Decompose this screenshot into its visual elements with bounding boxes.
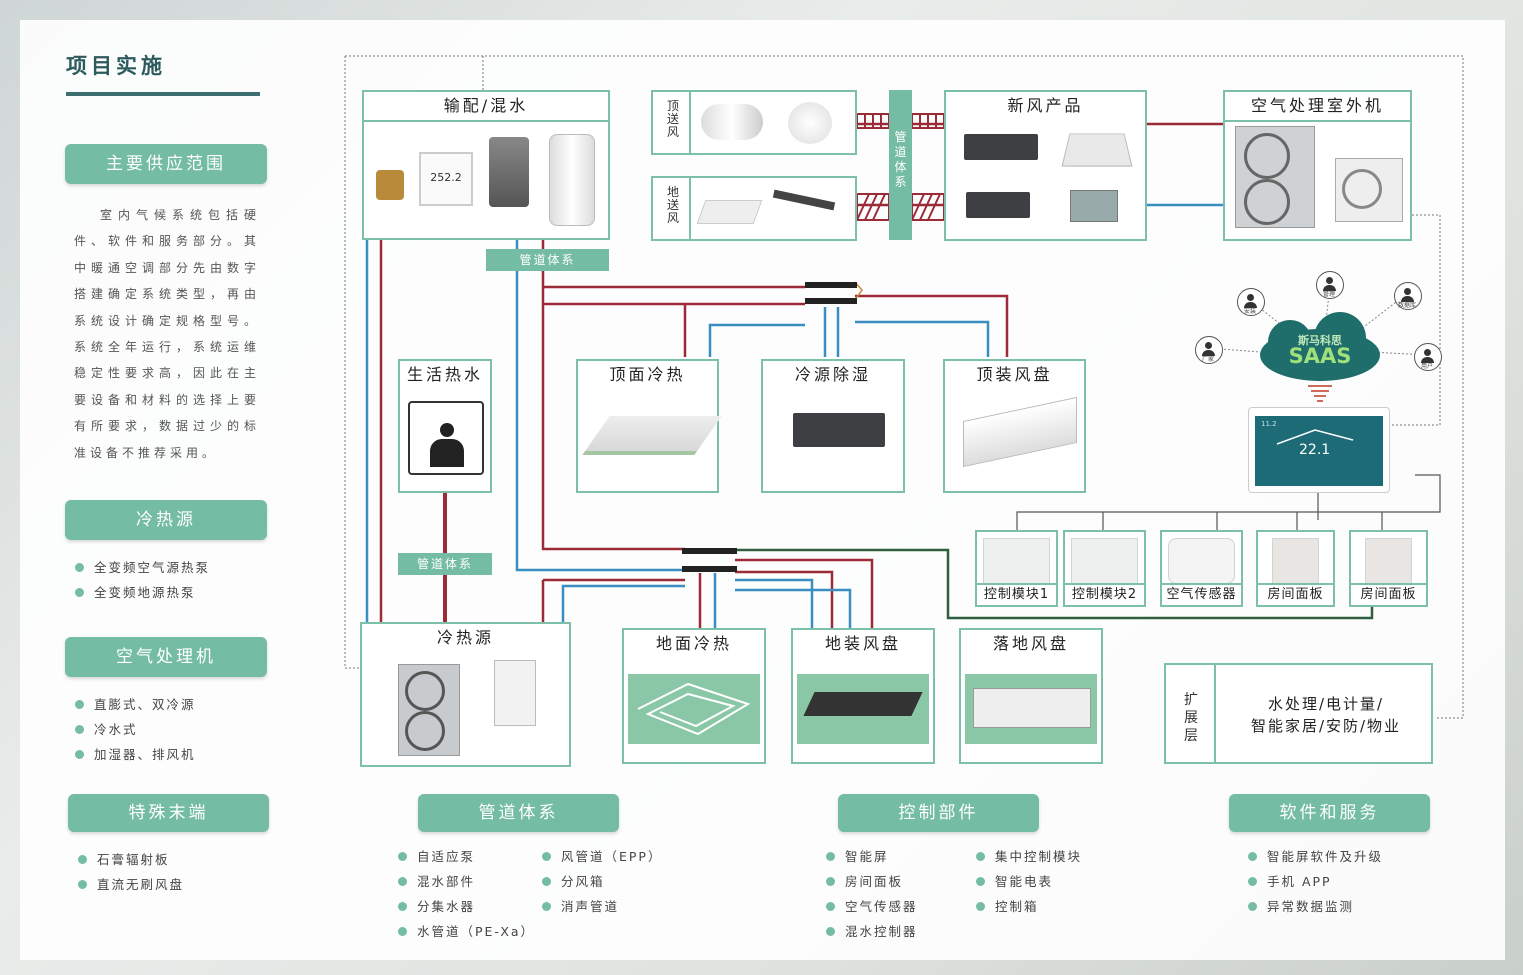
vertical-pipe-tag: 管道体系 [889, 90, 912, 240]
floor-duct-icon [697, 200, 763, 224]
room-panel-icon [1272, 538, 1319, 584]
stand-fan-icon [973, 688, 1091, 728]
extension-layer-label: 扩展层 [1182, 691, 1200, 745]
floor-coil-icon [628, 674, 760, 744]
floor-fan-box: 地装风盘 [791, 628, 935, 764]
ceiling-panel-title: 顶面冷热 [578, 361, 717, 389]
control-module-icon [983, 538, 1050, 584]
floor-supply-label: 地送风 [666, 186, 680, 225]
saas-label: SAAS [1280, 344, 1360, 368]
extension-line-1: 水处理/电计量/ [1221, 693, 1431, 714]
shower-icon [408, 401, 484, 475]
fan-box-icon [1070, 190, 1118, 222]
extension-layer-box: 扩展层 水处理/电计量/ 智能家居/安防/物业 [1164, 663, 1433, 764]
diffuser-icon [788, 102, 832, 144]
boiler-icon [494, 660, 536, 726]
smart-screen: 11.2 22.1 [1248, 407, 1390, 493]
radiant-panel-icon [582, 416, 721, 455]
thermostat-reading: 252.2 [430, 171, 462, 184]
floor-heating-box: 地面冷热 [622, 628, 766, 764]
smart-screen-display: 11.2 22.1 [1255, 416, 1383, 486]
outdoor-unit-title: 空气处理室外机 [1225, 92, 1410, 122]
air-sensor-label: 空气传感器 [1162, 583, 1241, 605]
room-panel-1: 房间面板 [1256, 530, 1335, 607]
valve-icon [376, 170, 404, 200]
room-panel-2: 房间面板 [1349, 530, 1428, 607]
room-panel-icon [1365, 538, 1412, 584]
floor-heating-title: 地面冷热 [624, 630, 764, 658]
floor-grille-icon [773, 190, 835, 211]
fresh-air-unit-icon [964, 134, 1038, 160]
mixing-box: 输配/混水 252.2 [362, 90, 610, 240]
thermostat-icon: 252.2 [419, 152, 473, 206]
room-panel-label: 房间面板 [1258, 583, 1333, 605]
hot-water-title: 生活热水 [400, 361, 490, 389]
fresh-air-box: 新风产品 [944, 90, 1147, 241]
source-pipe-tag: 管道体系 [398, 553, 492, 575]
outdoor-unit-large-icon [1235, 126, 1315, 228]
control-module-label: 控制模块2 [1065, 583, 1144, 605]
floor-supply-box: 地送风 [651, 176, 857, 241]
ceiling-fan-title: 顶装风盘 [945, 361, 1084, 389]
pump-icon [489, 137, 529, 207]
air-sensor-icon [1168, 538, 1235, 584]
erv-unit-icon [966, 192, 1030, 218]
outdoor-unit-box: 空气处理室外机 [1223, 90, 1412, 241]
control-module-1: 控制模块1 [975, 530, 1058, 607]
heat-pump-icon [398, 664, 460, 756]
top-supply-label: 顶送风 [666, 100, 680, 139]
mixing-box-title: 输配/混水 [364, 92, 608, 122]
duct-hose-icon [701, 104, 763, 140]
mix-pipe-tag: 管道体系 [486, 249, 609, 271]
heat-source-box: 冷热源 [360, 622, 571, 767]
water-tank-icon [549, 134, 595, 226]
ceiling-panel-box: 顶面冷热 [576, 359, 719, 493]
dehumid-title: 冷源除湿 [763, 361, 903, 389]
ceiling-fan-box: 顶装风盘 [943, 359, 1086, 493]
floor-fan-title: 地装风盘 [793, 630, 933, 658]
stand-fan-box: 落地风盘 [959, 628, 1103, 764]
top-supply-box: 顶送风 [651, 90, 857, 155]
control-module-2: 控制模块2 [1063, 530, 1146, 607]
floor-grille-fan-icon [803, 692, 922, 716]
cassette-icon [1061, 134, 1132, 167]
room-panel-label: 房间面板 [1351, 583, 1426, 605]
stand-fan-title: 落地风盘 [961, 630, 1101, 658]
hot-water-box: 生活热水 [398, 359, 492, 493]
dehumid-box: 冷源除湿 [761, 359, 905, 493]
control-module-icon [1071, 538, 1138, 584]
control-module-label: 控制模块1 [977, 583, 1056, 605]
dehumidifier-icon [793, 413, 885, 447]
outdoor-unit-small-icon [1335, 158, 1403, 222]
heat-source-title: 冷热源 [362, 624, 569, 652]
fan-coil-icon [963, 397, 1077, 467]
extension-line-2: 智能家居/安防/物业 [1221, 715, 1431, 736]
fresh-air-title: 新风产品 [946, 92, 1145, 120]
air-sensor: 空气传感器 [1160, 530, 1243, 607]
